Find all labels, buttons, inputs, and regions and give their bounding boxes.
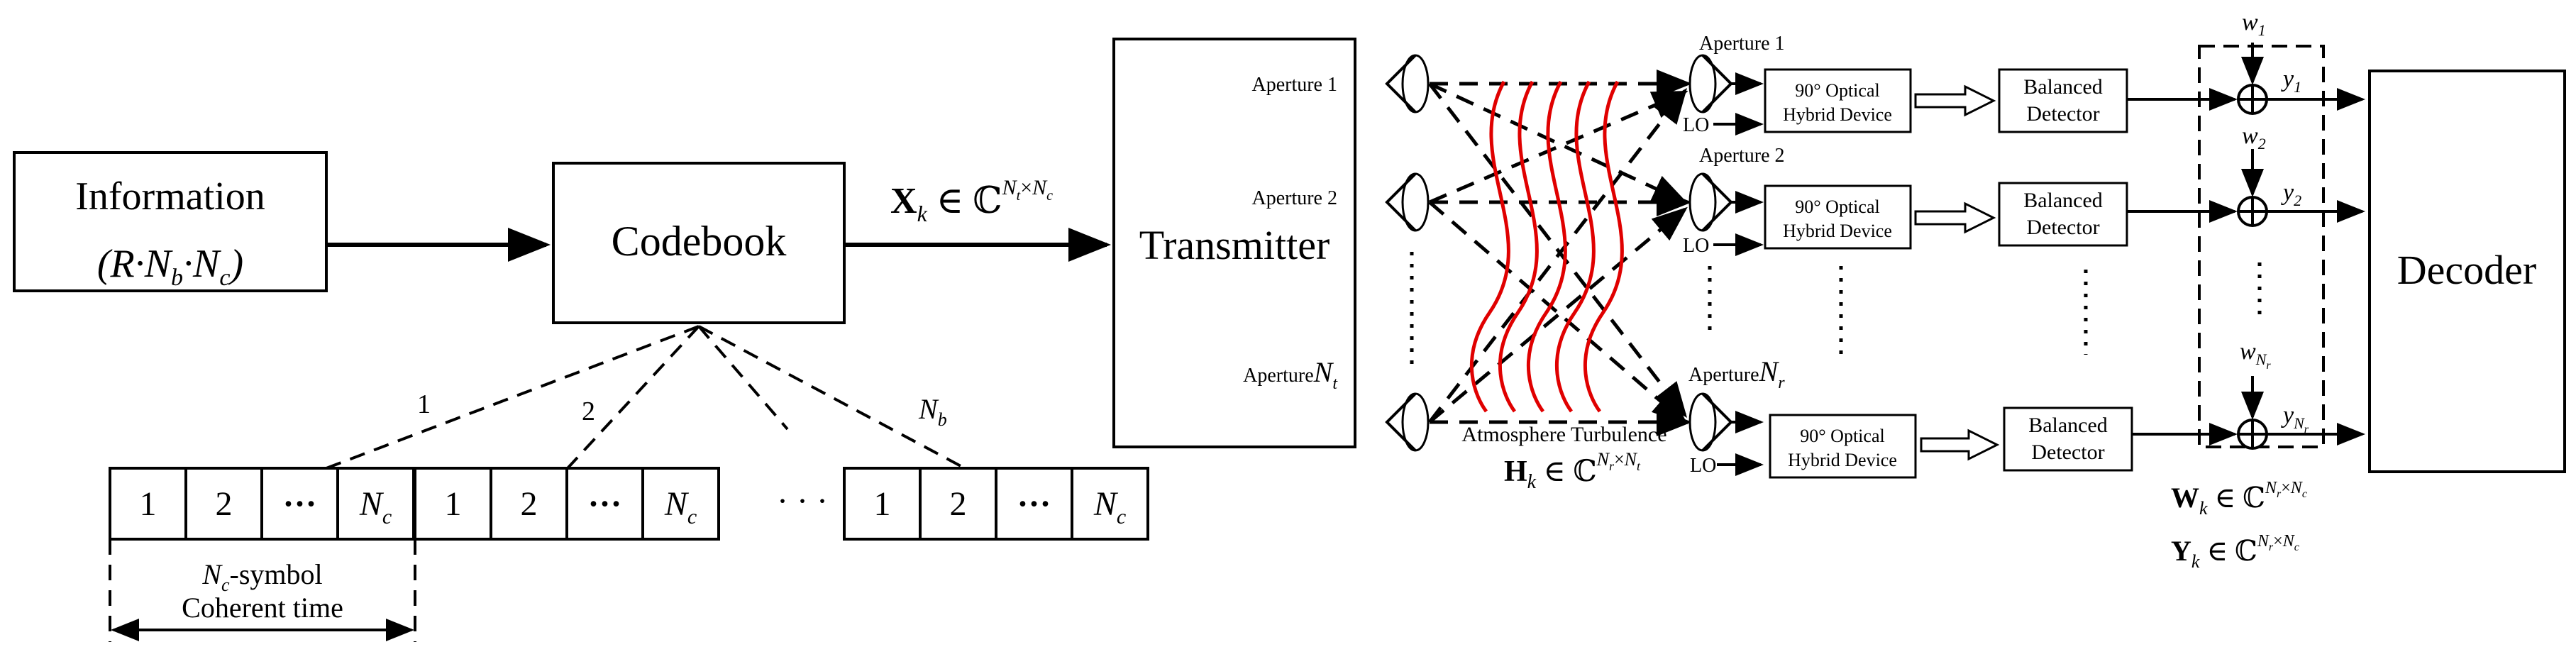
frame-cell-label: 1	[445, 485, 462, 523]
bracket-line-1: Nc-symbol	[201, 558, 322, 595]
lo-label-2: LO	[1683, 235, 1709, 257]
between-blocks-dots: · · ·	[777, 482, 828, 520]
branch-label-1: 1	[417, 389, 431, 419]
svg-text:Detector: Detector	[2026, 216, 2099, 239]
frame-cell	[565, 467, 644, 541]
coherent-time-bracket	[109, 539, 416, 642]
frame-cell-label: 2	[950, 485, 967, 523]
rx-aperture-1-label: Aperture 1	[1699, 33, 1785, 55]
hybrid-device-nr: 90° Optical Hybrid Device	[1769, 414, 1917, 479]
codebook-block: Codebook	[552, 162, 846, 324]
rx-aperture-2-label: Aperture 2	[1699, 145, 1785, 167]
information-block: Information (R·Nb·Nc)	[13, 151, 328, 292]
turbulence-waves	[1470, 80, 1624, 413]
svg-text:Detector: Detector	[2026, 102, 2099, 126]
output-label-nr: yNr	[2281, 402, 2309, 436]
hybrid-device-2: 90° Optical Hybrid Device	[1764, 184, 1912, 250]
rx-telescope-1	[1688, 54, 1733, 114]
frame-cell	[490, 467, 568, 541]
lo-label-1: LO	[1683, 114, 1709, 136]
decoder-label: Decoder	[2397, 247, 2536, 293]
svg-text:90° Optical: 90° Optical	[1795, 80, 1879, 101]
svg-text:Balanced: Balanced	[2023, 189, 2103, 212]
wk-label: Wk ∈ ℂNr×Nc	[2171, 479, 2307, 519]
frame-cell-label: 1	[140, 485, 157, 523]
information-title: Information	[75, 175, 265, 218]
frame-cell-label: ···	[282, 485, 316, 523]
noise-label-nr: wNr	[2240, 338, 2271, 372]
balanced-detector-1: Balanced Detector	[1998, 68, 2128, 133]
hybrid-device-1: 90° Optical Hybrid Device	[1764, 68, 1912, 133]
svg-text:Hybrid Device: Hybrid Device	[1783, 221, 1892, 241]
svg-text:90° Optical: 90° Optical	[1800, 426, 1884, 446]
frame-cell	[414, 467, 492, 541]
frame-cell-label: Nc	[664, 485, 697, 529]
xk-label: Xk ∈ ℂNt×Nc	[890, 176, 1053, 226]
transmitter-block: Transmitter	[1112, 38, 1356, 448]
frame-cell	[260, 467, 339, 541]
tx-aperture-1-label: Aperture 1	[1251, 74, 1337, 96]
adder-1	[2237, 84, 2268, 115]
adder-nr	[2237, 419, 2268, 450]
frame-cell-label: Nc	[359, 485, 392, 529]
bracket-line-2: Coherent time	[182, 592, 343, 624]
frame-cell-label: ···	[587, 485, 621, 523]
frame-cells: 1 2 ··· Nc 1 2 ··· Nc 1 2 ··· Nc	[109, 467, 1149, 541]
frame-cell	[641, 467, 720, 541]
output-label-2: y2	[2281, 179, 2301, 209]
svg-text:Hybrid Device: Hybrid Device	[1783, 104, 1892, 125]
hollow-arrows	[1914, 84, 2000, 461]
decoder-block: Decoder	[2368, 70, 2566, 473]
lo-label-3: LO	[1690, 455, 1716, 477]
frame-cell	[843, 467, 922, 541]
branch-label-2: 2	[582, 397, 595, 426]
output-label-1: y1	[2281, 66, 2301, 96]
svg-text:Hybrid Device: Hybrid Device	[1788, 450, 1897, 470]
tx-aperture-2-label: Aperture 2	[1251, 187, 1337, 209]
rx-aperture-nr-label: ApertureNr	[1688, 355, 1785, 392]
svg-text:Detector: Detector	[2031, 441, 2104, 464]
noise-label-1: w1	[2242, 9, 2266, 39]
frame-cell-label: Nc	[1093, 485, 1126, 529]
transmitter-label: Transmitter	[1139, 222, 1330, 268]
balanced-detector-2: Balanced Detector	[1998, 182, 2128, 247]
rx-feeds	[1713, 72, 1764, 476]
channel-label: Atmosphere Turbulence	[1461, 423, 1666, 446]
frame-cell-label: 1	[874, 485, 891, 523]
codebook-label: Codebook	[612, 218, 787, 265]
rx-telescope-2	[1688, 172, 1733, 232]
hk-label: Hk ∈ ℂNr×Nt	[1504, 449, 1641, 493]
frame-cell-label: 2	[216, 485, 233, 523]
branch-label-nb: Nb	[918, 393, 947, 430]
balanced-detector-nr: Balanced Detector	[2003, 406, 2133, 472]
svg-text:Balanced: Balanced	[2028, 414, 2108, 437]
svg-text:Balanced: Balanced	[2023, 75, 2103, 99]
channel-paths	[1428, 70, 1692, 436]
adder-2	[2237, 196, 2268, 227]
tx-telescope-nt	[1385, 392, 1430, 452]
tx-telescope-1	[1385, 54, 1430, 114]
information-formula: (R·Nb·Nc)	[97, 242, 243, 291]
tx-telescope-2	[1385, 172, 1430, 232]
noise-label-2: w2	[2242, 123, 2266, 153]
frame-cell-label: ···	[1017, 485, 1051, 523]
frame-cell-label: 2	[521, 485, 538, 523]
rx-telescope-nr	[1688, 392, 1733, 452]
svg-text:90° Optical: 90° Optical	[1795, 197, 1879, 217]
yk-label: Yk ∈ ℂNr×Nc	[2171, 532, 2299, 572]
codebook-fanout	[326, 325, 966, 470]
frame-cell	[1071, 467, 1149, 541]
